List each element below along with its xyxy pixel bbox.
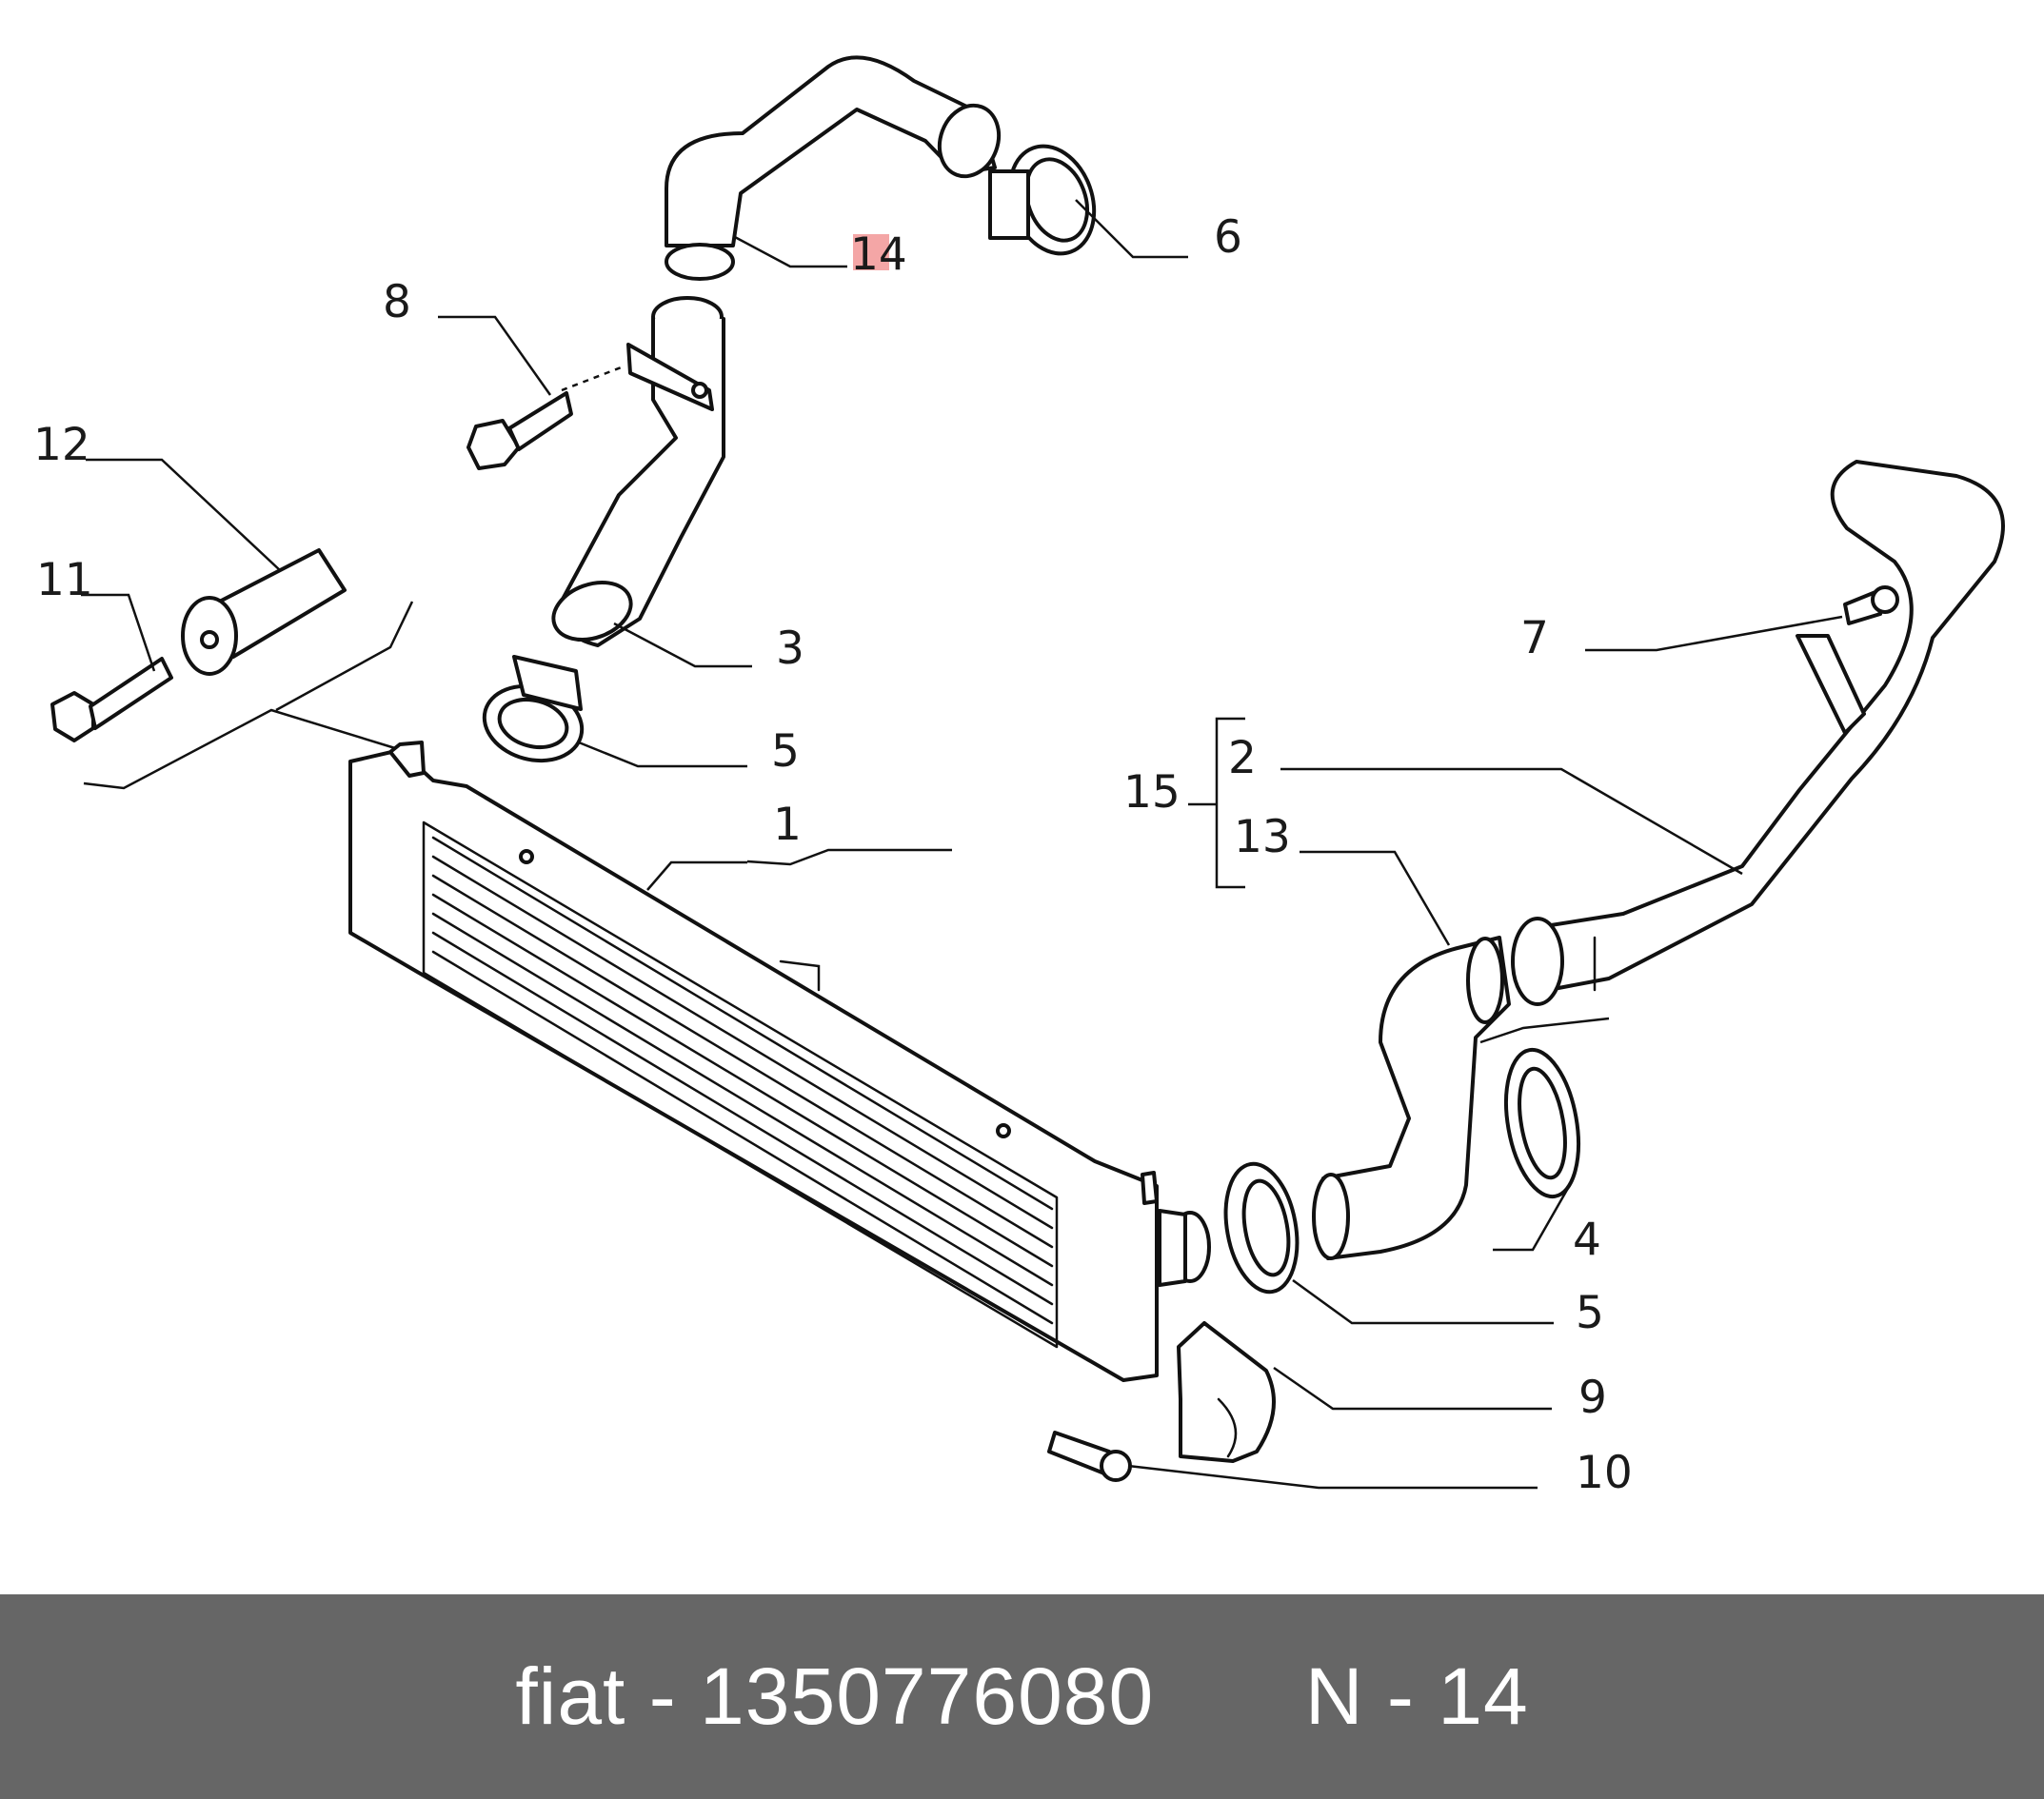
callout-5-upper: 5 [771,725,800,778]
hose-joint-line [1479,1017,1610,1044]
bolt-7 [1843,585,1899,625]
callout-8: 8 [383,276,411,328]
ref-separator: - [1386,1651,1415,1741]
bracket-line [83,708,396,790]
callout-10: 10 [1576,1447,1633,1499]
callout-12: 12 [33,419,90,471]
highlight-box-14 [853,234,889,270]
bracket-line-upper [275,601,414,712]
callout-9: 9 [1578,1372,1607,1424]
callout-4: 4 [1573,1214,1601,1266]
intercooler [348,741,1211,1382]
footer-caption: fiat - 1350776080 N - 14 [515,1651,1528,1743]
spacer-sleeve-12 [181,548,347,676]
leader-lines [81,199,1843,1490]
callout-14: 14 [850,228,907,281]
callout-3: 3 [776,623,804,675]
hose-2 [1511,460,2005,1006]
hose-clamp-6 [988,144,1097,256]
callout-6: 6 [1214,211,1242,264]
part-number-footer: fiat - 1350776080 N - 14 [0,1594,2044,1799]
part-number: 1350776080 [700,1651,1155,1741]
callout-7: 7 [1520,612,1549,664]
bolt-8 [466,391,573,470]
bolt-11 [50,657,173,742]
bolt-10 [1047,1431,1132,1482]
callout-labels: 14 1 6 8 12 11 3 5 7 2 15 13 4 5 9 10 [33,211,1633,1499]
hose-clamp-4 [1504,1047,1580,1199]
callout-11: 11 [36,554,93,606]
bracket-9 [1177,1321,1276,1463]
brand-separator: - [648,1651,677,1741]
ref-number: 14 [1438,1651,1529,1741]
brand-name: fiat [515,1651,626,1741]
ref-prefix: N [1304,1651,1364,1741]
callout-15: 15 [1123,766,1181,819]
hose-13 [1312,936,1511,1260]
hose-clamp-5-lower [1223,1161,1300,1295]
callout-1: 1 [773,799,802,851]
hose-3 [551,296,725,647]
hose-clamp-5-upper [482,655,585,763]
callout-13: 13 [1234,811,1291,863]
upper-hose-14 [665,55,1002,281]
intercooler-exploded-diagram: 14 1 6 8 12 11 3 5 7 2 15 13 4 5 9 10 [33,55,2005,1499]
callout-2: 2 [1228,732,1257,784]
callout-5-lower: 5 [1576,1287,1604,1339]
